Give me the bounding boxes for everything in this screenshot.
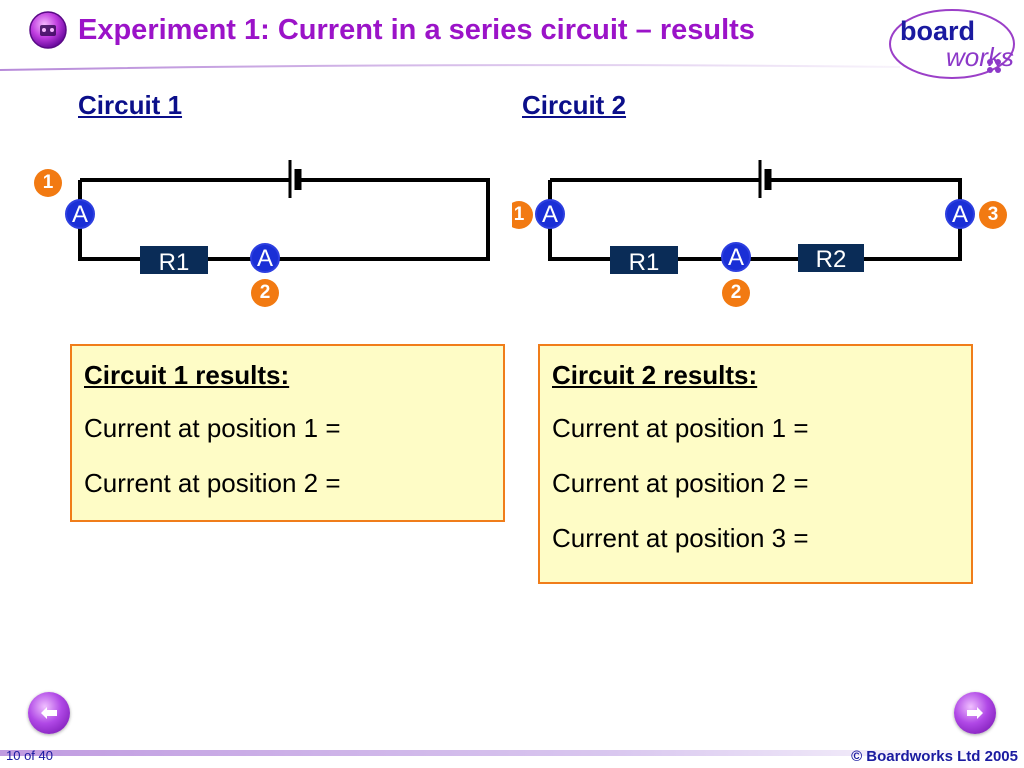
footer-bar [0,750,1024,756]
next-slide-button[interactable] [954,692,996,734]
circuit1-position-2: 2 [259,282,271,303]
back-arrow-icon [41,707,57,719]
circuit2-position-1: 1 [513,204,525,225]
circuit2-position-2: 2 [730,282,742,303]
circuit2-ammeter-1 [535,199,565,229]
circuit2-wire-rest [548,178,962,261]
circuit1-results-box: Circuit 1 results: Current at position 1… [70,344,505,522]
circuit2-result-line-2: Current at position 2 = [552,468,809,498]
circuit1-results-title: Circuit 1 results: [84,360,290,390]
circuit1-ammeter-2-label: A [256,245,273,272]
title-divider [0,64,900,71]
previous-slide-button[interactable] [28,692,70,734]
circuit1-position-marker-2 [251,279,279,307]
circuit2-resistor-r1-label: R1 [628,249,660,276]
circuit2-result-line-3: Current at position 3 = [552,523,809,553]
forward-arrow-icon [967,707,983,719]
logo-word-works: works [946,42,1014,72]
circuit2-ammeter-1-label: A [541,201,558,228]
circuit2-ammeter-3 [945,199,975,229]
circuit1-ammeter-1 [65,199,95,229]
circuit1-result-line-1: Current at position 1 = [84,413,341,443]
circuit1-resistor-r1 [140,246,208,274]
circuit2-diagram [512,160,1007,307]
title-icon [28,10,68,50]
circuit1-heading: Circuit 1 [78,90,183,120]
circuit1-resistor-label: R1 [158,249,190,276]
boardworks-logo: board works [886,6,1018,82]
circuit1-position-1: 1 [42,172,54,193]
circuit2-resistor-r2 [798,244,864,272]
circuit2-position-marker-1 [512,201,533,229]
circuit2-result-line-1: Current at position 1 = [552,413,809,443]
circuit2-results-box: Circuit 2 results: Current at position 1… [538,344,973,584]
circuit1-wire-top-right [78,178,490,261]
circuit2-resistor-r1 [610,246,678,274]
circuit2-ammeter-3-label: A [951,201,968,228]
circuit1-diagram [34,160,490,307]
circuit1-result-line-2: Current at position 2 = [84,468,341,498]
logo-dots [987,59,1001,73]
circuit2-position-marker-2 [722,279,750,307]
circuit1-ammeter-2 [250,243,280,273]
copyright-notice: © Boardworks Ltd 2005 [851,748,1018,765]
page-number: 10 of 40 [6,748,53,763]
logo-word-board: board [900,16,976,46]
circuit2-ammeter-2 [721,242,751,272]
circuit2-position-3: 3 [987,204,999,225]
circuit1-position-marker-1 [34,169,62,197]
circuit2-heading: Circuit 2 [522,90,627,120]
slide-title: Experiment 1: Current in a series circui… [78,14,755,46]
circuit2-ammeter-2-label: A [727,244,744,271]
circuit2-results-title: Circuit 2 results: [552,360,758,390]
circuit2-position-marker-3 [979,201,1007,229]
circuit1-ammeter-1-label: A [71,201,88,228]
circuit2-resistor-r2-label: R2 [815,246,847,273]
